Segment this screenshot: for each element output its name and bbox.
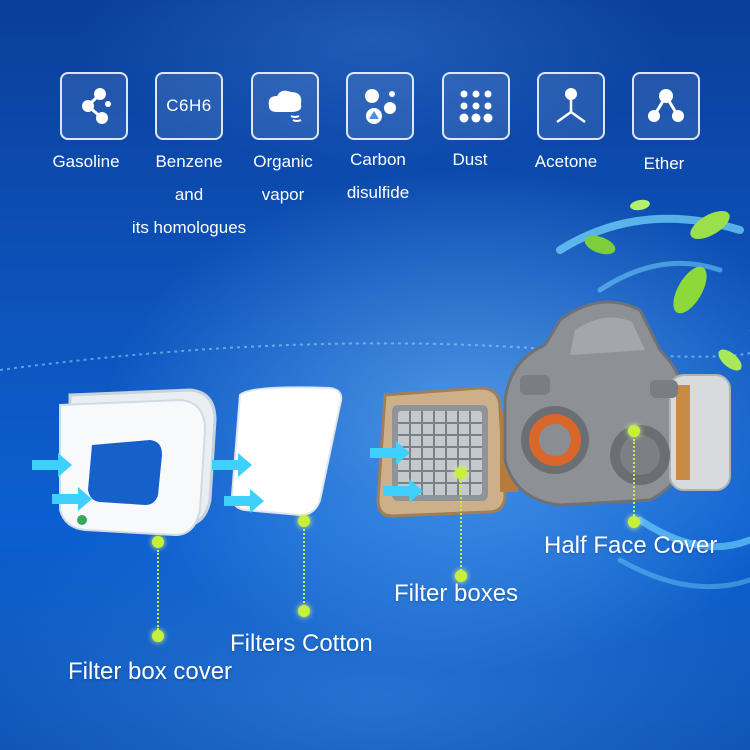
label-benzene: Benzene and its homologues (131, 152, 247, 237)
dust-icon-tile (442, 72, 510, 140)
callout-dot (298, 515, 310, 527)
callout-dot (152, 630, 164, 642)
label-ether: Ether (643, 154, 685, 173)
airflow-arrow-icon (383, 479, 423, 503)
callout-line (303, 529, 305, 607)
callout-dot (455, 570, 467, 582)
callout-dot (152, 536, 164, 548)
label-filter-box-cover: Filter box cover (68, 658, 233, 685)
airflow-arrow-icon (212, 453, 252, 477)
acetone-structure-icon (556, 88, 586, 124)
label-half-face-cover: Half Face Cover (544, 532, 718, 559)
background-glow (0, 0, 750, 260)
benzene-icon-tile: C6H6 (155, 72, 223, 140)
filter-box-cover-image (59, 388, 217, 537)
label-acetone: Acetone (534, 152, 598, 171)
dust-dots-icon (459, 90, 493, 123)
carbon-disulfide-icon-tile (346, 72, 414, 140)
airflow-arrow-icon (52, 487, 92, 511)
callout-dot (298, 605, 310, 617)
organic-vapor-icon-tile (251, 72, 319, 140)
label-filter-boxes: Filter boxes (394, 580, 519, 607)
filters-cotton-image (230, 386, 343, 517)
callout-dot (628, 516, 640, 528)
c6h6-formula-icon: C6H6 (166, 96, 212, 115)
ether-molecule-icon (648, 89, 684, 122)
callout-dot (628, 425, 640, 437)
half-face-cover-image (503, 300, 731, 507)
callout-line (460, 481, 462, 571)
callout-line (633, 439, 635, 519)
label-carbon-disulfide: Carbon disulfide (346, 150, 410, 202)
callout-dot (455, 467, 467, 479)
airflow-arrow-icon (32, 453, 72, 477)
airflow-arrow-icon (224, 489, 264, 513)
vapor-cloud-icon (268, 90, 302, 122)
label-gasoline: Gasoline (52, 152, 120, 171)
label-filters-cotton: Filters Cotton (230, 630, 373, 657)
ether-icon-tile (632, 72, 700, 140)
carbon-particles-icon (365, 89, 396, 124)
molecule-icon (82, 88, 111, 124)
gasoline-icon-tile (60, 72, 128, 140)
callout-line (157, 550, 159, 630)
acetone-icon-tile (537, 72, 605, 140)
label-organic-vapor: Organic vapor (253, 152, 313, 204)
airflow-arrow-icon (370, 441, 410, 465)
label-dust: Dust (452, 150, 488, 169)
